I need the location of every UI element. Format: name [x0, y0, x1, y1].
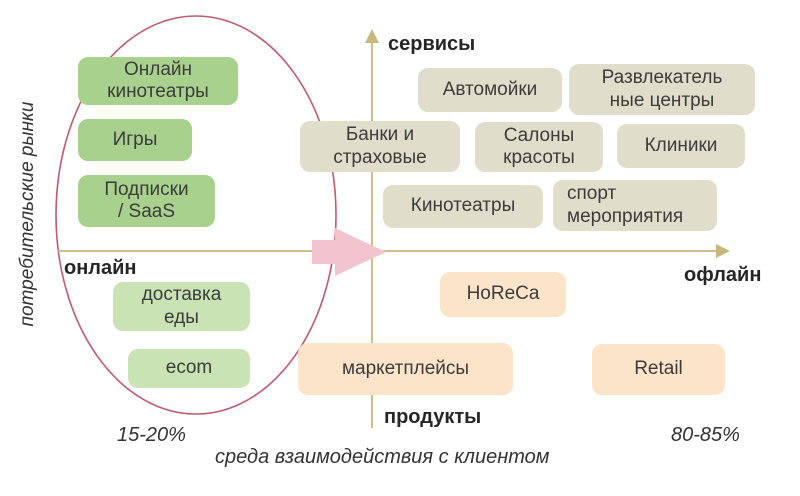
online-markets-ellipse — [55, 15, 337, 415]
online-share-value: 15-20% — [117, 424, 186, 446]
box-subscriptions-saas: Подписки / SaaS — [78, 175, 215, 227]
box-ecom: ecom — [128, 349, 250, 388]
box-games: Игры — [78, 119, 192, 161]
box-online-cinema: Онлайн кинотеатры — [78, 57, 238, 105]
vertical-axis-title: потребительские рынки — [17, 101, 38, 327]
x-axis-left-label: онлайн — [64, 257, 137, 279]
online-to-offline-arrow-icon — [312, 228, 386, 276]
horizontal-axis-title: среда взаимодействия с клиентом — [215, 446, 550, 468]
box-horeca: HoReCa — [440, 272, 566, 317]
box-entertainment-centers: Развлекатель ные центры — [569, 64, 755, 115]
box-banks-insurance: Банки и страховые — [300, 121, 460, 172]
y-axis-arrowhead-icon — [365, 29, 379, 43]
box-retail: Retail — [592, 344, 725, 395]
y-axis-bottom-label: продукты — [384, 406, 482, 428]
box-carwash: Автомойки — [418, 68, 562, 112]
x-axis-right-label: офлайн — [684, 264, 762, 286]
box-clinics: Клиники — [617, 124, 745, 168]
offline-share-value: 80-85% — [671, 424, 740, 446]
box-marketplaces: маркетплейсы — [298, 343, 513, 395]
box-cinemas: Кинотеатры — [383, 185, 543, 228]
x-axis-arrowhead-icon — [716, 244, 730, 258]
box-beauty-salons: Салоны красоты — [475, 122, 603, 172]
box-sport-events: спорт мероприятия — [553, 180, 717, 231]
y-axis-top-label: сервисы — [388, 33, 476, 55]
box-food-delivery: доставка еды — [113, 282, 250, 331]
